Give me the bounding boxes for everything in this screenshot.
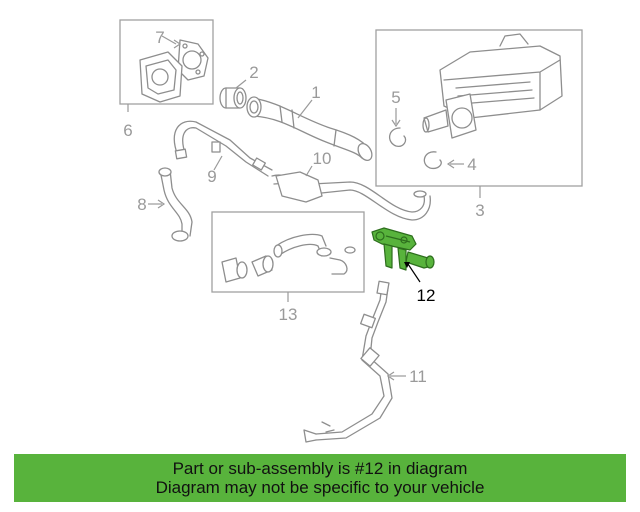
leader-2 — [235, 79, 247, 89]
part-13-fittings — [221, 233, 356, 283]
fitment-notice-banner: Part or sub-assembly is #12 in diagram D… — [14, 454, 626, 502]
part-6-assembly — [139, 51, 183, 103]
callout-7: 7 — [155, 28, 164, 47]
arrow-5 — [391, 119, 401, 128]
callout-5: 5 — [391, 88, 400, 107]
part-7-flange — [177, 39, 209, 81]
callout-10: 10 — [313, 149, 332, 168]
leader-9 — [213, 155, 223, 171]
callout-8: 8 — [137, 195, 146, 214]
banner-line-2: Diagram may not be specific to your vehi… — [155, 478, 485, 497]
callout-6: 6 — [123, 121, 132, 140]
callout-2: 2 — [249, 63, 258, 82]
callout-1: 1 — [311, 83, 320, 102]
part-11-pipe — [303, 280, 393, 443]
callout-13: 13 — [279, 305, 298, 324]
part-2-coupler — [219, 87, 247, 109]
callout-11: 11 — [409, 367, 427, 386]
part-8-pipe — [158, 167, 193, 242]
part-10-hose — [271, 171, 431, 221]
callout-12: 12 — [417, 286, 436, 305]
callout-4: 4 — [467, 155, 476, 174]
leader-10 — [305, 165, 313, 177]
arrow-4 — [446, 159, 455, 169]
callout-3: 3 — [475, 201, 484, 220]
banner-line-1: Part or sub-assembly is #12 in diagram — [172, 459, 468, 478]
part-5-clip — [389, 127, 407, 147]
group-3-box: 3 — [375, 29, 583, 220]
group-6-box: 6 — [119, 19, 214, 140]
leader-1 — [297, 99, 313, 119]
callout-9: 9 — [207, 167, 216, 186]
leader-7 — [161, 35, 177, 45]
arrow-12 — [404, 262, 410, 268]
part-3-intercooler — [422, 33, 563, 139]
arrow-7 — [173, 39, 182, 49]
leader-12 — [407, 263, 421, 283]
arrow-8 — [157, 199, 166, 209]
part-12-highlighted — [371, 227, 435, 271]
part-9-hose — [173, 120, 273, 177]
part-1-hose — [246, 96, 373, 162]
group-13-box: 13 — [211, 211, 365, 324]
part-4-clip — [423, 151, 442, 170]
arrow-11 — [386, 371, 395, 381]
parts-diagram: 6 7 2 1 3 — [119, 19, 583, 443]
